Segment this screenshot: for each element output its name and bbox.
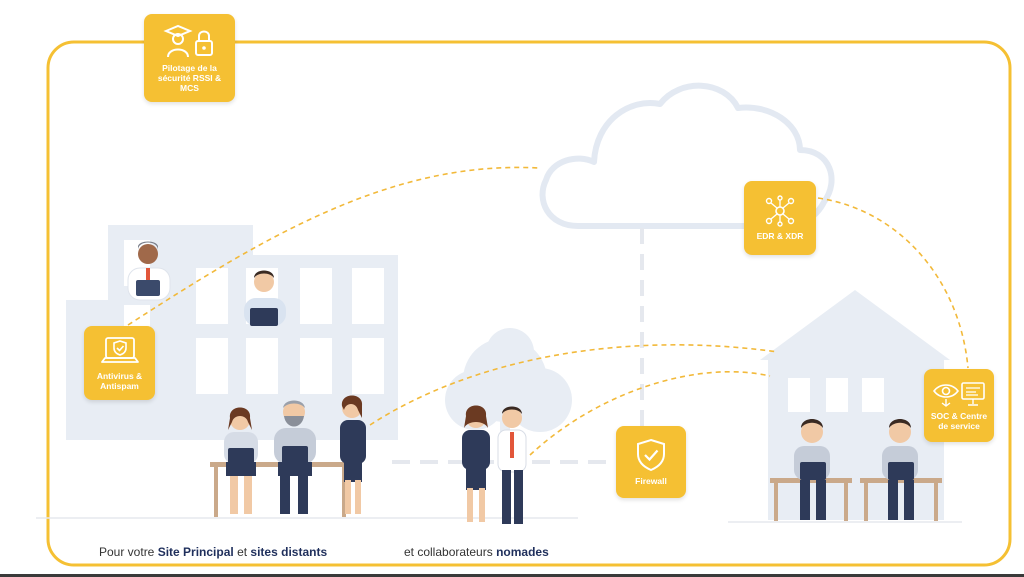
caption-left-mid: et <box>233 545 251 559</box>
card-edr: EDR & XDR <box>744 181 816 255</box>
card-antivirus: Antivirus & Antispam <box>84 326 155 400</box>
network-nodes-icon <box>765 195 795 227</box>
card-pilotage-label: Pilotage de la sécurité RSSI & MCS <box>157 63 222 93</box>
tree-silhouette <box>445 328 572 465</box>
house-windows <box>788 378 884 412</box>
person-nomad-woman <box>462 405 490 522</box>
person-woman-seated <box>224 407 258 514</box>
connection-office-house <box>369 344 779 426</box>
eye-monitor-icon <box>932 381 985 407</box>
person-man-laptop-window <box>244 270 286 326</box>
remote-desk-left <box>770 419 852 521</box>
caption-nomads: et collaborateurs nomades <box>404 545 549 559</box>
shield-check-icon <box>637 438 665 472</box>
card-firewall-label: Firewall <box>635 476 667 486</box>
caption-right-prefix: et collaborateurs <box>404 545 497 559</box>
laptop-shield-icon <box>100 337 139 363</box>
caption-left-prefix: Pour votre <box>99 545 158 559</box>
bottom-bar <box>0 574 1024 577</box>
caption-sites-distants: sites distants <box>250 545 328 559</box>
person-man-tablet <box>127 241 171 301</box>
person-bearded-man-seated <box>274 400 316 514</box>
connection-lines <box>127 166 969 456</box>
caption-nomades: nomades <box>496 545 549 559</box>
connection-antivirus-cloud <box>127 166 539 326</box>
caption-site-principal: Site Principal <box>157 545 234 559</box>
card-firewall: Firewall <box>616 426 686 498</box>
remote-desk-right <box>860 419 942 521</box>
caption-main-site: Pour votre Site Principal et sites dista… <box>99 545 327 559</box>
card-antivirus-label: Antivirus & Antispam <box>96 371 143 391</box>
person-woman-phone <box>340 395 366 514</box>
person-nomad-man <box>497 406 527 524</box>
frame-border <box>46 40 1012 567</box>
card-edr-label: EDR & XDR <box>756 231 804 241</box>
connection-edr-soc <box>817 197 969 369</box>
card-soc-label: SOC & Centre de service <box>930 410 988 431</box>
card-soc: SOC & Centre de service <box>924 369 994 442</box>
user-graduate-lock-icon <box>162 24 213 58</box>
card-pilotage: Pilotage de la sécurité RSSI & MCS <box>144 14 235 102</box>
connection-nomad-house <box>529 370 771 456</box>
